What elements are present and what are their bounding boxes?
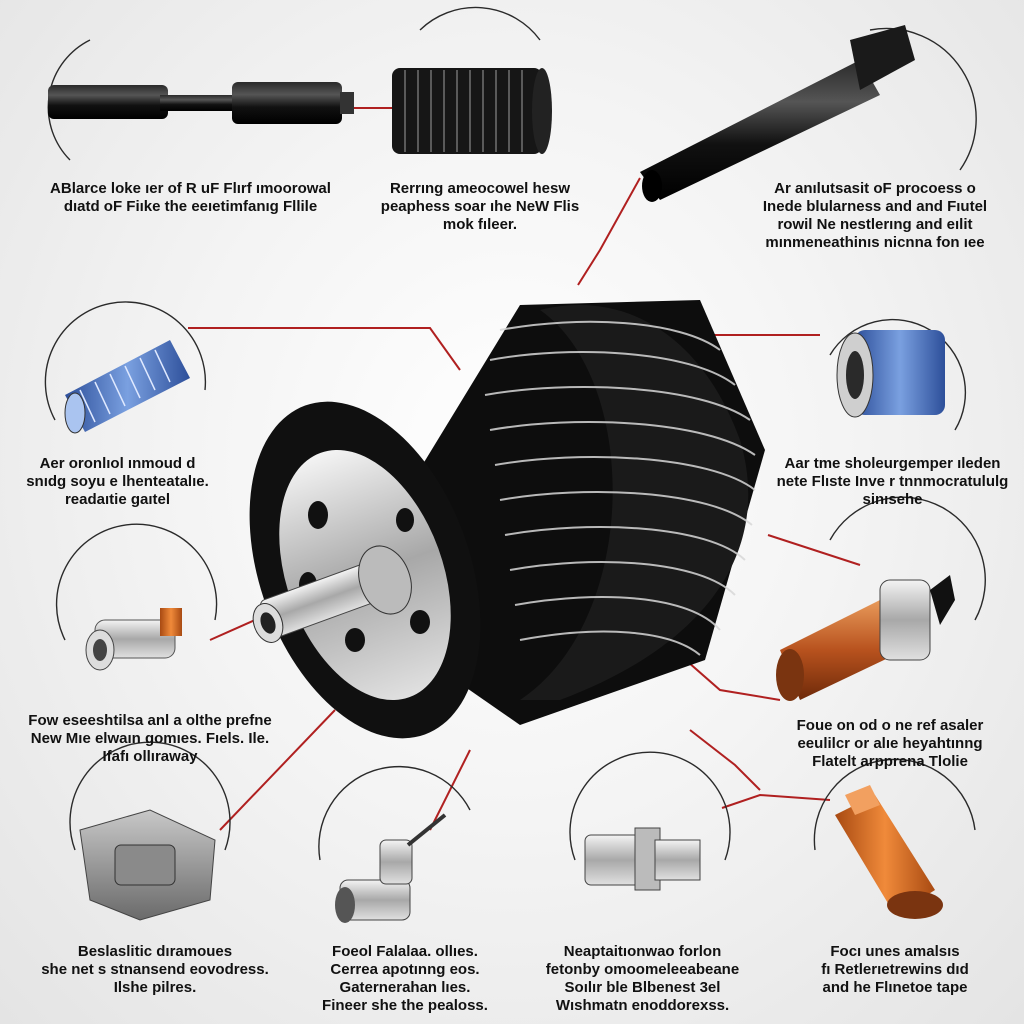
caption-line: ABlarce loke ıer of R uF Flırf ımoorowal (50, 180, 331, 197)
caption-line: Foue on od o ne ref asaler (796, 717, 984, 734)
caption-top-center: Rerrıng ameocowel hesw peaphess soar ıhe… (370, 180, 590, 234)
chrome-valve-icon (335, 813, 447, 923)
blue-mesh-filter-icon (64, 340, 190, 434)
caption-line: Neaptaitıonwao forlon (563, 943, 722, 960)
gray-housing-icon (79, 809, 216, 921)
frame-lower-right (829, 496, 986, 621)
leader-line-mid-left (188, 327, 461, 371)
frame-lower-left (55, 523, 218, 641)
caption-lower-left: Fow eseeshtilsa anl a olthe prefne New M… (15, 712, 285, 766)
caption-line: dıatd oF Fiıke the eeıetimfanıg Fllile (63, 198, 318, 215)
caption-line: Beslaslitic dıramoues (77, 943, 233, 960)
caption-line: she net s stnansend eovodress. (41, 961, 269, 978)
caption-line: sinısehe (862, 491, 923, 508)
caption-bottom-3: Neaptaitıonwao forlon fetonby omoomeleea… (525, 943, 760, 1015)
leader-line-bottom-2 (429, 749, 471, 831)
caption-line: Inede blularness and and Fıutel (762, 198, 988, 215)
frame-bottom-4 (813, 758, 976, 851)
caption-line: eeulilcr or alıe heyahtınng (797, 735, 983, 752)
caption-line: Rerrıng ameocowel hesw (389, 180, 571, 197)
caption-line: Aer oronlıol ınmoud d (39, 455, 196, 472)
frame-bottom-1 (69, 741, 231, 851)
frame-mid-left (44, 301, 207, 421)
leader-line-bottom-4 (721, 793, 831, 809)
orange-copper-fitting-icon (776, 575, 955, 701)
caption-bottom-2: Foeol Falalaa. ollıes. Cerrea apotınng e… (295, 943, 515, 1015)
caption-line: snıdg soyu e lhenteatalıe. (26, 473, 209, 490)
caption-bottom-1: Beslaslitic dıramoues she net s stnansen… (20, 943, 290, 997)
caption-line: Focı unes amalsıs (830, 943, 960, 960)
leader-line-bottom-3 (689, 729, 761, 791)
caption-top-left: ABlarce loke ıer of R uF Flırf ımoorowal… (18, 180, 363, 216)
caption-line: mok fıleer. (442, 216, 518, 233)
oil-filter-spool-icon (249, 300, 765, 739)
caption-line: Flatelt arpprena Tlolie (812, 753, 968, 770)
leader-line-top-right (577, 177, 641, 286)
caption-line: rowil Ne nestlerıng and eılit (777, 216, 973, 233)
caption-line: Fow eseeshtilsa anl a olthe prefne (28, 712, 272, 729)
caption-lower-right: Foue on od o ne ref asaler eeulilcr or a… (765, 717, 1015, 771)
caption-line: New Mıe elwaın gomıes. Fıels. Ile. (30, 730, 270, 747)
caption-line: nete Flıste Inve r tnnmocratululg (776, 473, 1009, 490)
chrome-bolt-icon (584, 827, 701, 891)
caption-mid-left: Aer oronlıol ınmoud d snıdg soyu e lhent… (10, 455, 225, 509)
black-rod-filter-icon (48, 82, 354, 124)
caption-bottom-4: Focı unes amalsıs fı Retlerıetrewins dıd… (780, 943, 1010, 997)
frame-top-center (419, 6, 541, 41)
leader-line-lower-right (767, 534, 861, 566)
caption-line: mınmeneathinıs nicnna fon ıee (765, 234, 985, 251)
chrome-connector-icon (85, 608, 182, 671)
blue-cartridge-filter-icon (836, 330, 945, 418)
caption-line: readaıtie gaıtel (64, 491, 171, 508)
frame-bottom-3 (569, 751, 731, 861)
wound-coil-filter-icon (392, 68, 552, 154)
caption-line: and he Flınetoe tape (822, 979, 968, 996)
black-pipe-icon (640, 25, 915, 202)
caption-line: Gaternerahan lıes. (339, 979, 471, 996)
orange-nozzle-icon (835, 785, 943, 919)
caption-line: peaphess soar ıhe NeW Flis (380, 198, 580, 215)
caption-line: Ilshe pilres. (113, 979, 197, 996)
caption-line: Aar tme sholeurgemper ıleden (784, 455, 1001, 472)
callout-frames (44, 6, 986, 861)
caption-line: fetonby omoomeleeabeane (545, 961, 740, 978)
caption-mid-right: Aar tme sholeurgemper ıleden nete Flıste… (770, 455, 1015, 509)
frame-bottom-2 (318, 765, 471, 861)
caption-line: Wıshmatn enoddorexss. (555, 997, 730, 1014)
caption-line: Ifafı ollıraway (102, 748, 198, 765)
caption-line: Soılır ble Blbenest 3el (564, 979, 721, 996)
caption-top-right: Ar anılutsasit oF procoess o Inede blula… (740, 180, 1010, 252)
caption-line: Ar anılutsasit oF procoess o (774, 180, 976, 197)
caption-line: Fineer she the pealoss. (322, 997, 488, 1014)
caption-line: Cerrea apotınng eos. (330, 961, 480, 978)
caption-line: fı Retlerıetrewins dıd (821, 961, 969, 978)
caption-line: Foeol Falalaa. ollıes. (332, 943, 478, 960)
leader-line-bottom-1 (219, 709, 336, 831)
